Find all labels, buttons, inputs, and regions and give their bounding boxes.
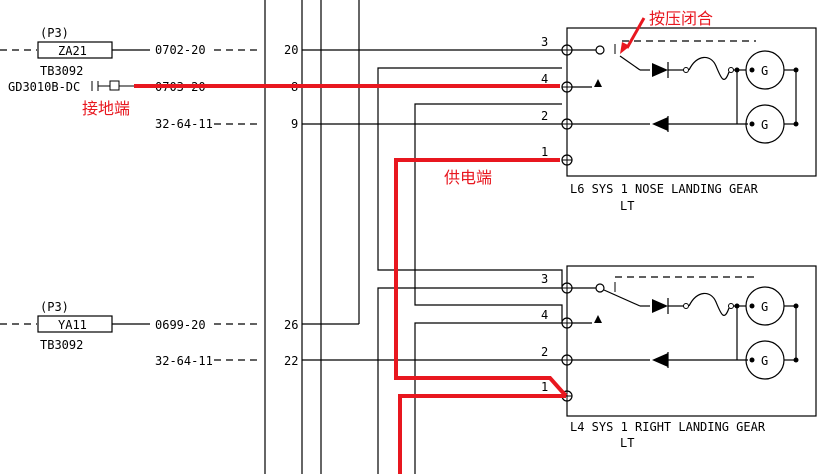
pin-26: 26 xyxy=(284,318,298,332)
ground-label: GD3010B-DC xyxy=(8,80,80,94)
routing-wires xyxy=(302,49,563,474)
lamp-g-3: G xyxy=(761,300,768,314)
p3-label-top: (P3) xyxy=(40,26,69,40)
wire-3264-top: 32-64-11 xyxy=(155,117,213,131)
ya11-label: YA11 xyxy=(58,318,87,332)
pin-2-top: 2 xyxy=(541,109,548,123)
tb3092-bottom: TB3092 xyxy=(40,338,83,352)
arrow-icon xyxy=(620,42,630,54)
box-subtitle-nose: LT xyxy=(620,199,634,213)
pin-4-top: 4 xyxy=(541,72,548,86)
lamp-g-4: G xyxy=(761,354,768,368)
pin-9: 9 xyxy=(291,117,298,131)
bus-lines xyxy=(264,0,360,474)
p3-label-bottom: (P3) xyxy=(40,300,69,314)
pin-20: 20 xyxy=(284,43,298,57)
pin-22: 22 xyxy=(284,354,298,368)
wire-0702: 0702-20 xyxy=(155,43,206,57)
pin-3-top: 3 xyxy=(541,35,548,49)
lamp-box-nose: 3 4 2 1 G G xyxy=(541,27,817,213)
pin-numbers: 20 8 9 26 22 xyxy=(284,43,298,368)
pin-2-bottom: 2 xyxy=(541,345,548,359)
diode xyxy=(652,63,668,77)
pin-4-bottom: 4 xyxy=(541,308,548,322)
box-title-nose: L6 SYS 1 NOSE LANDING GEAR xyxy=(570,182,759,196)
box-subtitle-right: LT xyxy=(620,436,634,450)
tb3092-top: TB3092 xyxy=(40,64,83,78)
fuse xyxy=(688,56,730,81)
connector-pins-top xyxy=(561,44,573,166)
wire-3264-bottom: 32-64-11 xyxy=(155,354,213,368)
lamp-box-right: 3 4 2 1 G G L4 SYS 1 RI xyxy=(541,265,817,450)
za21-label: ZA21 xyxy=(58,44,87,58)
pin-1-bottom: 1 xyxy=(541,380,548,394)
pin-3-bottom: 3 xyxy=(541,272,548,286)
lamp-g-1: G xyxy=(761,64,768,78)
left-bottom-group: (P3) YA11 TB3092 0699-20 32-64-11 xyxy=(0,300,262,368)
box-title-right: L4 SYS 1 RIGHT LANDING GEAR xyxy=(570,420,766,434)
lamp-g-2: G xyxy=(761,118,768,132)
left-top-group: (P3) ZA21 TB3092 0702-20 GD3010B-DC 0703… xyxy=(0,26,262,131)
ground-terminal xyxy=(109,80,120,91)
supply-end-annotation: 供电端 xyxy=(444,168,492,187)
highlight-wires xyxy=(134,84,568,474)
supply-wire-highlight xyxy=(394,158,568,398)
pin-1-top: 1 xyxy=(541,145,548,159)
wire-0699: 0699-20 xyxy=(155,318,206,332)
supply-wire-highlight-lower xyxy=(398,394,566,474)
press-close-annotation: 按压闭合 xyxy=(649,9,713,28)
annotations: 按压闭合 接地端 供电端 xyxy=(82,9,713,187)
switch-contact xyxy=(595,45,605,55)
ground-triangle xyxy=(594,79,602,87)
ground-end-annotation: 接地端 xyxy=(82,99,130,118)
